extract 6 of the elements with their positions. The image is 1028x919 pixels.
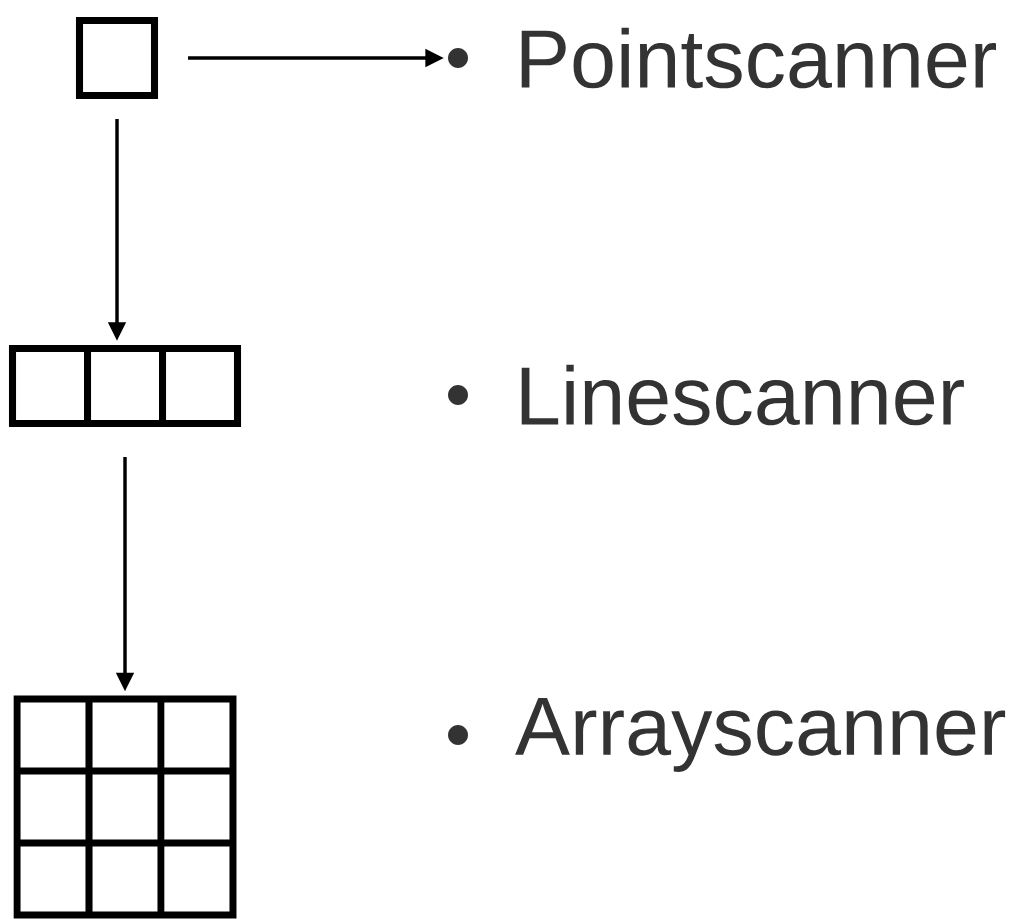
cell-grid [13, 695, 237, 919]
square-box [75, 16, 159, 100]
list-item: Pointscanner [448, 27, 996, 89]
cell-row [8, 344, 242, 428]
list-item: Linescanner [448, 364, 964, 426]
list-item: Arrayscanner [448, 698, 1006, 772]
